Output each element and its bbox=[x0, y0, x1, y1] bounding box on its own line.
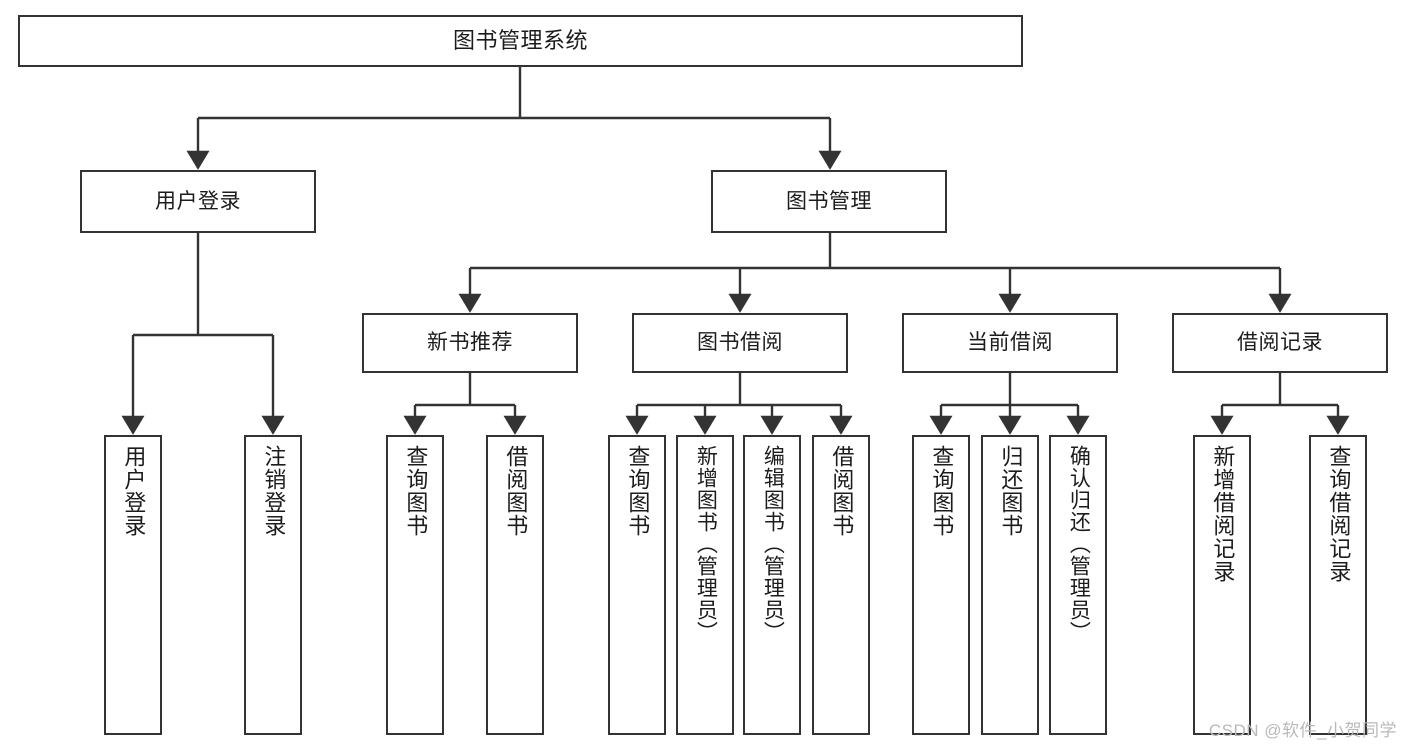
node-label: 图书管理系统 bbox=[452, 27, 588, 53]
node-label: 查询图书 bbox=[929, 445, 955, 537]
node-label: 图书管理 bbox=[786, 189, 872, 213]
node-leaf-add-borrow-record[interactable]: 新增借阅记录 bbox=[1193, 435, 1251, 735]
node-label: 借阅记录 bbox=[1237, 331, 1323, 355]
node-label: 当前借阅 bbox=[967, 331, 1053, 355]
node-user-login[interactable]: 用户登录 bbox=[80, 170, 316, 233]
node-label: 借阅图书 bbox=[829, 445, 855, 537]
node-book-borrow[interactable]: 图书借阅 bbox=[632, 313, 848, 373]
node-leaf-query-book-borrow[interactable]: 查询图书 bbox=[608, 435, 666, 735]
node-leaf-query-book-recommend[interactable]: 查询图书 bbox=[386, 435, 444, 735]
node-leaf-user-logout[interactable]: 注销登录 bbox=[244, 435, 302, 735]
node-label: 用户登录 bbox=[121, 445, 147, 537]
node-leaf-edit-book[interactable]: 编辑图书（管理员） bbox=[743, 435, 801, 735]
node-leaf-add-book[interactable]: 新增图书（管理员） bbox=[676, 435, 734, 735]
node-leaf-user-login[interactable]: 用户登录 bbox=[104, 435, 162, 735]
node-leaf-return-book[interactable]: 归还图书 bbox=[981, 435, 1039, 735]
node-borrow-record[interactable]: 借阅记录 bbox=[1172, 313, 1388, 373]
node-label: 编辑图书（管理员） bbox=[761, 445, 785, 643]
node-leaf-query-book-current[interactable]: 查询图书 bbox=[912, 435, 970, 735]
node-label: 查询图书 bbox=[625, 445, 651, 537]
node-label: 图书借阅 bbox=[697, 331, 783, 355]
csdn-watermark: CSDN @软件_小贺同学 bbox=[1208, 721, 1397, 740]
node-label: 新书推荐 bbox=[427, 331, 513, 355]
node-label: 新增图书（管理员） bbox=[694, 445, 718, 643]
node-label: 查询借阅记录 bbox=[1326, 445, 1352, 583]
node-leaf-borrow-book-recommend[interactable]: 借阅图书 bbox=[486, 435, 544, 735]
node-book-management[interactable]: 图书管理 bbox=[711, 170, 947, 233]
node-label: 用户登录 bbox=[155, 189, 241, 213]
node-label: 注销登录 bbox=[261, 445, 287, 537]
node-label: 查询图书 bbox=[403, 445, 429, 537]
node-label: 确认归还（管理员） bbox=[1067, 445, 1091, 643]
node-label: 新增借阅记录 bbox=[1210, 445, 1236, 583]
node-label: 借阅图书 bbox=[503, 445, 529, 537]
node-leaf-query-borrow-record[interactable]: 查询借阅记录 bbox=[1309, 435, 1367, 735]
node-label: 归还图书 bbox=[998, 445, 1024, 537]
node-current-borrow[interactable]: 当前借阅 bbox=[902, 313, 1118, 373]
node-new-book-recommend[interactable]: 新书推荐 bbox=[362, 313, 578, 373]
node-leaf-borrow-book[interactable]: 借阅图书 bbox=[812, 435, 870, 735]
node-leaf-confirm-return[interactable]: 确认归还（管理员） bbox=[1049, 435, 1107, 735]
node-root-book-management-system[interactable]: 图书管理系统 bbox=[18, 15, 1023, 67]
